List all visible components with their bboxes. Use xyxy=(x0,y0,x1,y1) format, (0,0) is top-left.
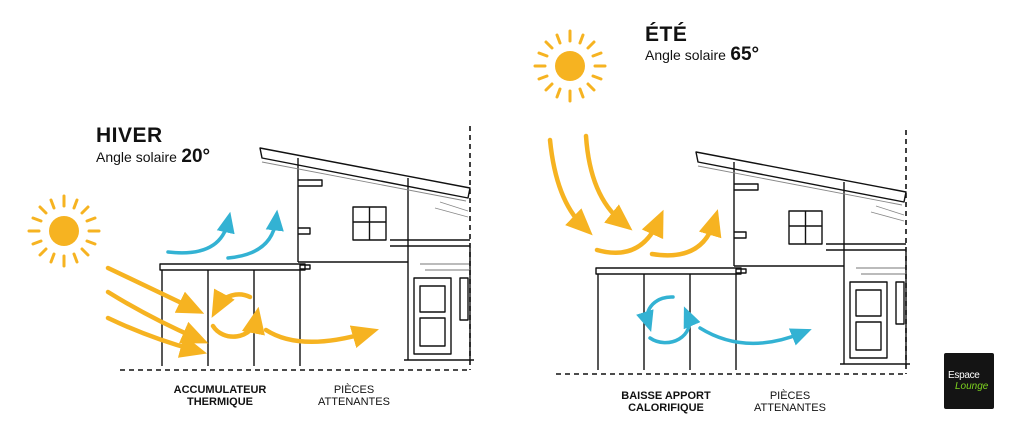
summer-title: ÉTÉ xyxy=(645,23,688,46)
winter-title: HIVER xyxy=(96,124,163,147)
winter-caption-main-line2: THERMIQUE xyxy=(187,395,253,408)
winter-angle: Angle solaire 20° xyxy=(96,147,210,167)
summer-caption-side: PIÈCES ATTENANTES xyxy=(748,390,832,414)
summer-angle-label: Angle solaire xyxy=(645,47,726,63)
espace-lounge-logo: Espace Lounge xyxy=(944,353,994,409)
winter-scene xyxy=(27,125,475,371)
summer-angle-value: 65° xyxy=(730,44,760,65)
winter-angle-value: 20° xyxy=(181,146,211,167)
logo-line1: Espace xyxy=(948,370,980,381)
winter-warm-arrows xyxy=(105,265,379,358)
summer-warm-arrows xyxy=(547,133,722,258)
summer-caption-main-line2: CALORIFIQUE xyxy=(628,401,704,414)
winter-angle-label: Angle solaire xyxy=(96,149,177,165)
winter-sun-icon xyxy=(27,194,101,268)
summer-caption-side-line2: ATTENANTES xyxy=(754,401,826,414)
winter-caption-main: ACCUMULATEUR THERMIQUE xyxy=(165,384,275,408)
summer-caption-side-line1: PIÈCES xyxy=(769,390,811,402)
winter-cool-arrows xyxy=(166,209,284,260)
winter-caption-side: PIÈCES ATTENANTES xyxy=(312,384,396,408)
winter-caption-side-line2: ATTENANTES xyxy=(318,395,390,408)
summer-scene xyxy=(533,29,911,375)
summer-caption-main: BAISSE APPORT CALORIFIQUE xyxy=(611,390,721,414)
winter-caption-side-line1: PIÈCES xyxy=(333,384,375,396)
winter-caption-main-line1: ACCUMULATEUR xyxy=(173,384,267,396)
summer-sun-icon xyxy=(533,29,607,103)
summer-angle: Angle solaire 65° xyxy=(645,45,759,65)
summer-cool-arrows xyxy=(636,295,812,346)
logo-line2: Lounge xyxy=(955,381,989,392)
summer-caption-main-line1: BAISSE APPORT xyxy=(621,390,711,402)
